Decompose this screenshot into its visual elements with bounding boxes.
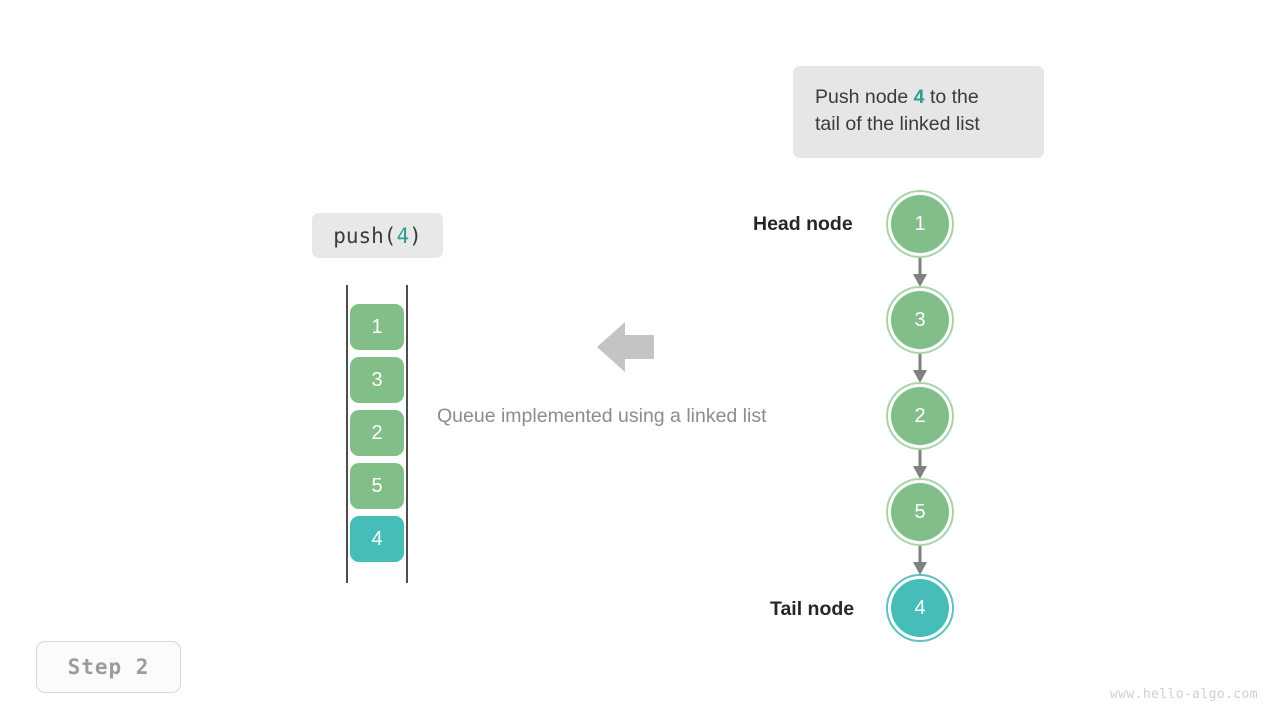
callout-line-2: tail of the linked list — [815, 113, 980, 135]
callout-line-1-suffix: to the — [924, 86, 979, 108]
array-cell-value: 3 — [371, 368, 383, 391]
node-ring — [886, 478, 954, 546]
array-rail-right — [406, 285, 408, 583]
callout-node-value: 4 — [913, 86, 925, 108]
node-value: 3 — [914, 309, 926, 331]
node-disc — [891, 195, 949, 253]
node-ring — [886, 286, 954, 354]
array-cell-value: 1 — [371, 315, 383, 338]
left-arrow-icon — [597, 322, 654, 372]
tail-node-label: Tail node — [770, 598, 855, 620]
diagram-caption: Queue implemented using a linked list — [437, 405, 767, 427]
node-disc — [891, 579, 949, 637]
step-badge: Step 2 — [36, 641, 181, 693]
array-cell-value: 5 — [371, 474, 383, 497]
array-cell: 1 — [350, 304, 404, 350]
callout-line-1: Push node 4 to the — [815, 84, 1022, 111]
node-ring — [886, 574, 954, 642]
node-ring — [886, 382, 954, 450]
node-disc — [891, 483, 949, 541]
array-cell: 5 — [350, 463, 404, 509]
array-cell-value: 2 — [371, 421, 383, 444]
push-label-suffix: ) — [409, 223, 422, 248]
array-cell-value: 4 — [371, 527, 383, 550]
push-label-prefix: push( — [333, 223, 397, 248]
linked-list-node: 5 — [886, 478, 954, 546]
node-value: 4 — [914, 597, 926, 619]
node-disc — [891, 387, 949, 445]
node-ring — [886, 190, 954, 258]
node-value: 1 — [914, 213, 926, 235]
array-cell-highlighted: 4 — [350, 516, 404, 562]
connector-arrow-icon — [913, 354, 927, 383]
array-cell: 3 — [350, 357, 404, 403]
connector-arrow-icon — [913, 258, 927, 287]
node-value: 5 — [914, 501, 926, 523]
linked-list-node: 2 — [886, 382, 954, 450]
node-value: 2 — [914, 405, 926, 427]
linked-list: 1 3 2 5 4 — [886, 190, 954, 642]
node-disc — [891, 291, 949, 349]
callout-box: Push node 4 to the tail of the linked li… — [793, 66, 1044, 158]
watermark: www.hello-algo.com — [1109, 687, 1258, 702]
linked-list-node: 1 — [886, 190, 954, 258]
push-label-value: 4 — [396, 223, 410, 248]
head-node-label: Head node — [753, 213, 853, 235]
linked-list-node-highlighted: 4 — [886, 574, 954, 642]
array-cell: 2 — [350, 410, 404, 456]
linked-list-node: 3 — [886, 286, 954, 354]
connector-arrow-icon — [913, 450, 927, 479]
callout-line-1-prefix: Push node — [815, 86, 914, 108]
connector-arrow-icon — [913, 546, 927, 575]
push-operation-label: push(4) — [312, 213, 443, 258]
array-rail-left — [346, 285, 348, 583]
queue-array: 1 3 2 5 4 — [346, 285, 408, 583]
